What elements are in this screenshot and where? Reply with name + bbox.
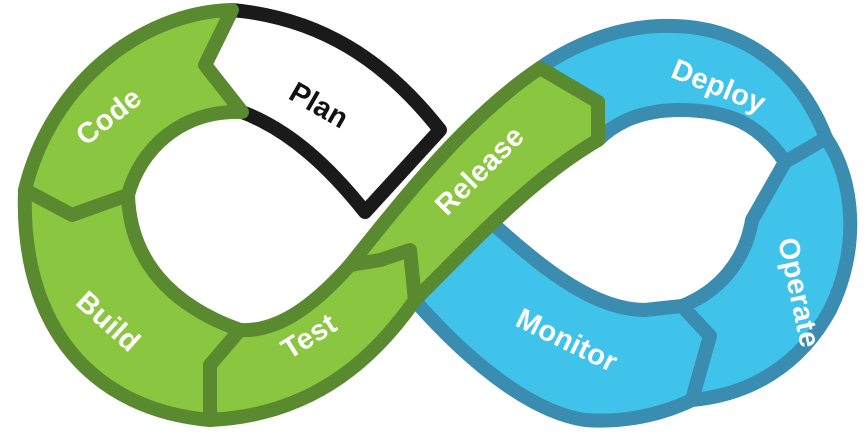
segment-plan	[198, 3, 447, 219]
segment-operate	[675, 131, 858, 407]
segment-test	[203, 243, 422, 427]
segment-deploy	[533, 18, 833, 169]
segment-release	[343, 61, 605, 307]
green-lobe	[17, 3, 605, 427]
segment-monitor	[397, 205, 717, 428]
blue-lobe	[397, 18, 858, 428]
